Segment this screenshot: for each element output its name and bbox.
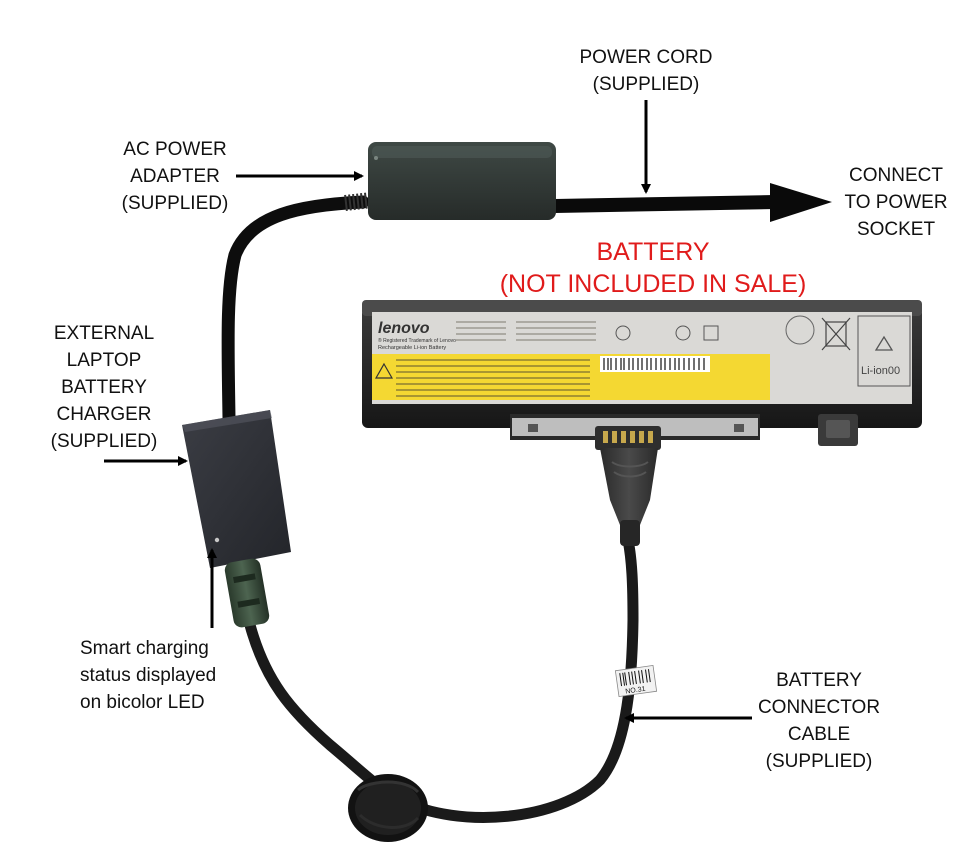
ac-adapter-label: AC POWER ADAPTER (SUPPLIED) [121, 139, 229, 214]
connector-cable [244, 534, 639, 823]
battery-trademark: ® Registered Trademark of Lenovo [378, 337, 456, 344]
weee-bin-icon [821, 317, 851, 351]
laptop-battery: lenovo ® Registered Trademark of Lenovo … [362, 300, 922, 446]
dc-cable [221, 195, 370, 425]
battery-label: lenovo ® Registered Trademark of Lenovo … [372, 312, 912, 404]
connector-cable-label: BATTERY CONNECTOR CABLE (SUPPLIED) [757, 670, 881, 772]
battery-note: (NOT INCLUDED IN SALE) [499, 270, 807, 298]
connect-socket-label: CONNECT TO POWER SOCKET [844, 165, 948, 240]
bicolor-led [214, 537, 220, 543]
power-cord [554, 195, 776, 213]
charger-output-plug [224, 558, 270, 628]
external-charger [182, 410, 291, 568]
ac-power-adapter [368, 142, 556, 220]
recycle-icon [874, 335, 894, 351]
ferrite-core [348, 774, 428, 842]
external-charger-label: EXTERNAL LAPTOP BATTERY CHARGER (SUPPLIE… [50, 323, 158, 452]
connect-socket-arrow [770, 183, 832, 222]
cable-tag-text: NO.31 [625, 686, 646, 696]
smart-charging-label: Smart charging status displayed on bicol… [80, 638, 217, 713]
dc-cable-strain-relief [344, 192, 373, 211]
battery-chem-tag: Li-ion00 [861, 365, 900, 377]
cable-barcode-tag: NO.31 [614, 665, 658, 697]
battery-type: Rechargeable Li-ion Battery [378, 345, 446, 351]
power-cord-label: POWER CORD (SUPPLIED) [579, 47, 713, 95]
battery-brand: lenovo [378, 320, 430, 337]
battery-connector [595, 426, 661, 546]
battery-title: BATTERY [596, 238, 710, 266]
